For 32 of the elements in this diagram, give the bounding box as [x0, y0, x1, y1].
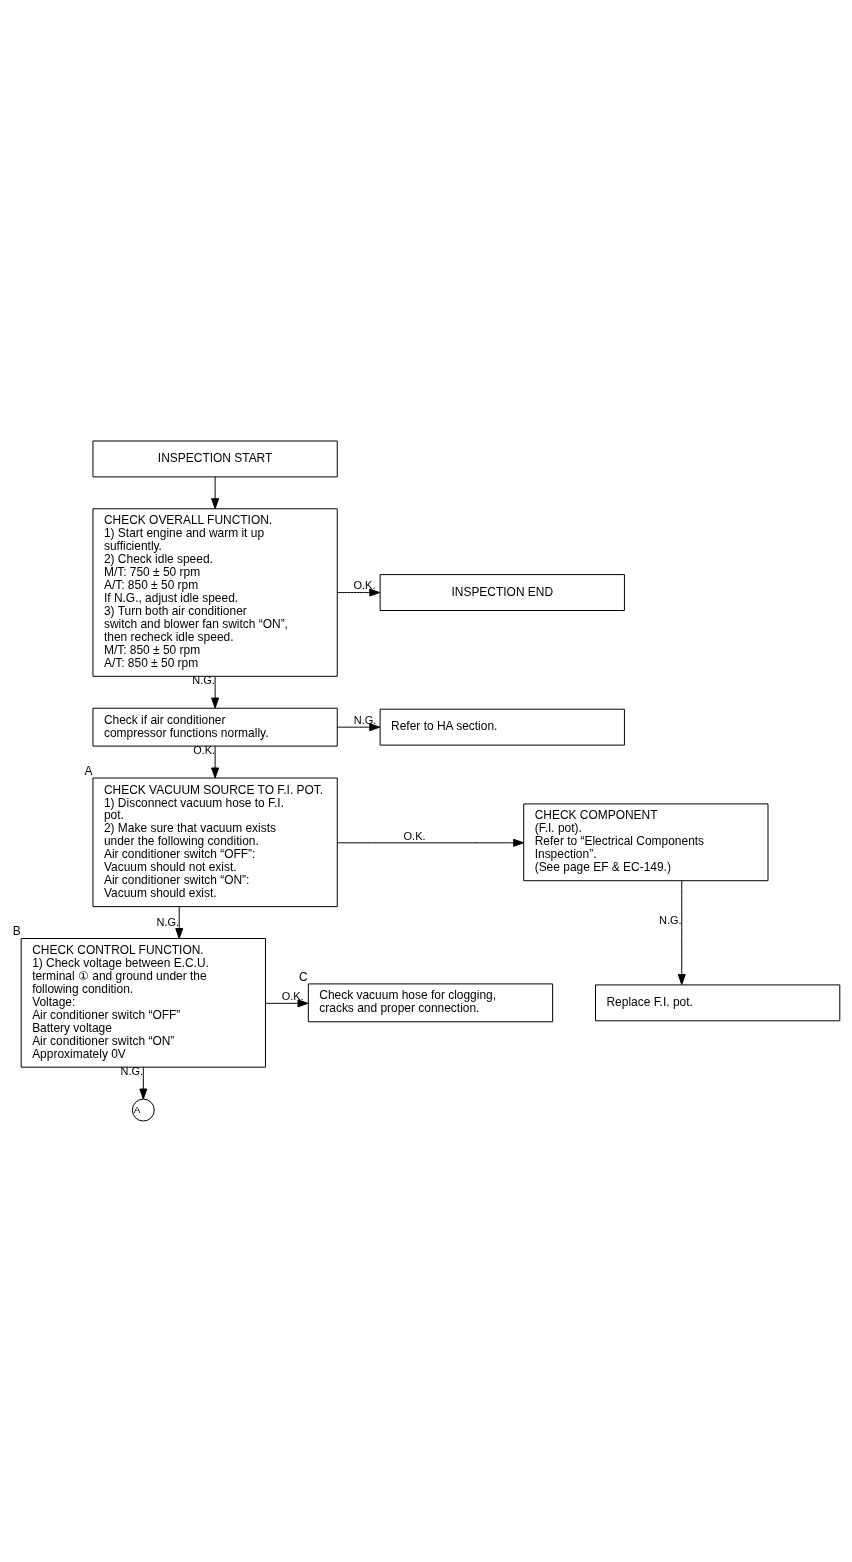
node-circle: A — [131, 1098, 155, 1122]
arrow — [677, 880, 686, 986]
node-box: INSPECTION END — [379, 574, 625, 611]
arrow — [211, 745, 220, 779]
node-box: CHECK COMPONENT (F.I. pot). Refer to “Electrical Components Inspection”. (See page EF & EC-149.) — [523, 803, 769, 882]
arrow — [336, 723, 381, 732]
edge-label: N.G. — [120, 1065, 144, 1078]
arrow — [265, 999, 309, 1008]
edge-label: O.K. — [403, 829, 426, 842]
node-box: INSPECTION START — [92, 440, 338, 478]
node-box: Replace F.I. pot. — [595, 984, 841, 1022]
edge-label: N.G. — [659, 914, 682, 927]
arrow — [139, 1066, 148, 1100]
arrow — [211, 476, 220, 510]
node-box: CHECK OVERALL FUNCTION. 1) Start engine and warm it up sufficiently. 2) Check idle speed. M/T: 750 ± 50 rpm A/T: 850 ± 50 rpm If N.G., adjust idle speed. 3) Turn both air conditioner switch and blower fan switch “ON”, then recheck idle speed. M/T: 850 ± 50 rpm A/T: 850 ± 50 rpm — [92, 508, 338, 677]
node-box: Refer to HA section. — [379, 708, 625, 746]
node-box: Check if air conditioner compressor functions normally. — [92, 707, 338, 747]
edge-label: O.K. — [281, 990, 304, 1003]
arrow — [175, 906, 184, 939]
node-box: CHECK VACUUM SOURCE TO F.I. POT. 1) Disconnect vacuum hose to F.I. pot. 2) Make sure that vacuum exists under the following condition. Air conditioner switch “OFF”: Vacuum should not exist. Air conditioner switch “ON”: Vacuum should exist. — [92, 777, 338, 908]
edge-label: N.G. — [192, 674, 215, 687]
arrow — [211, 676, 220, 709]
node-label: B — [12, 924, 21, 939]
edge-label: N.G. — [156, 916, 180, 929]
arrow — [336, 588, 381, 597]
arrow — [336, 838, 525, 847]
edge-label: O.K. — [353, 579, 376, 592]
edge-label: N.G. — [353, 713, 377, 726]
node-box: CHECK CONTROL FUNCTION. 1) Check voltage between E.C.U. terminal ① and ground under the following condition. Voltage: Air conditioner switch “OFF” Battery voltage Air conditioner switch “ON” Approximately 0V — [20, 938, 266, 1068]
node-label: C — [299, 969, 308, 984]
node-label: A — [84, 763, 93, 778]
node-box: Check vacuum hose for clogging, cracks and proper connection. — [307, 983, 554, 1023]
